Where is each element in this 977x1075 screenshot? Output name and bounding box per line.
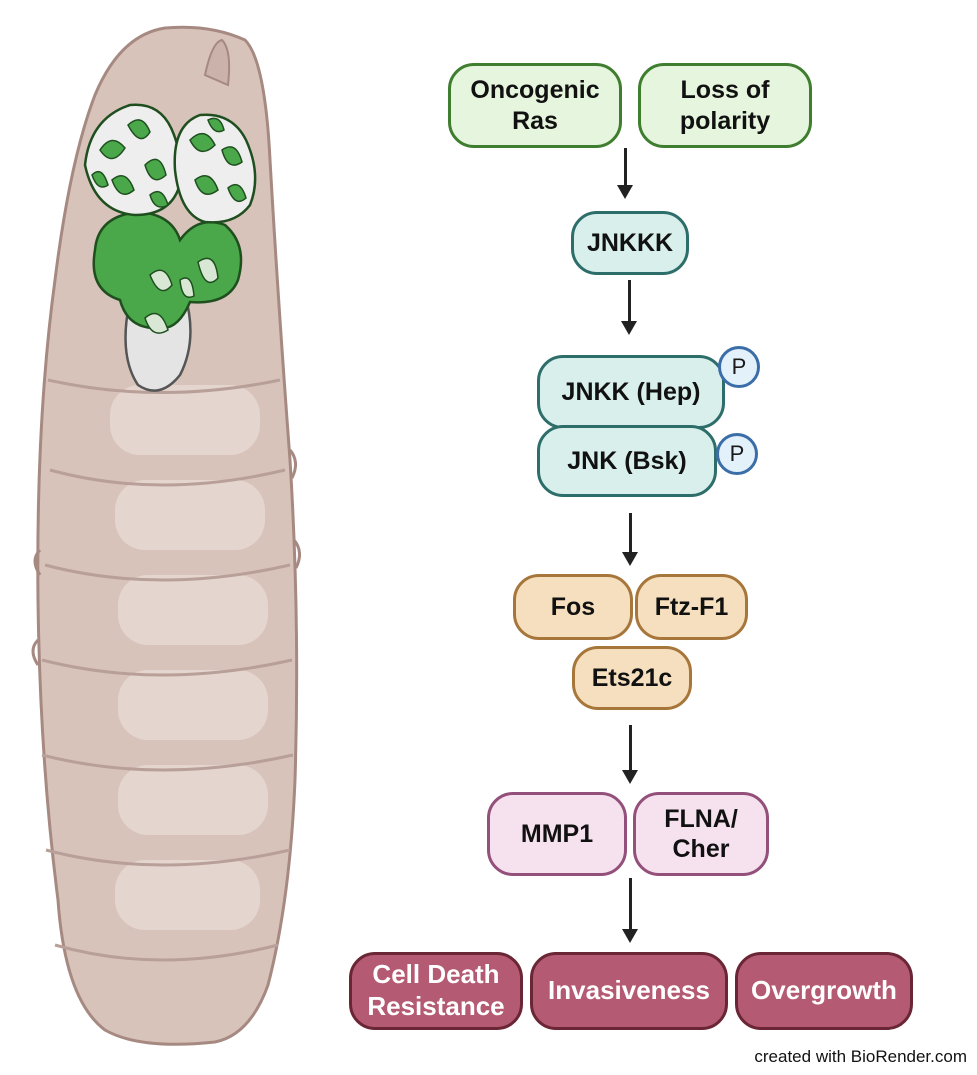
biorender-credit: created with BioRender.com: [754, 1047, 967, 1066]
arrow-to-phenotypes: [622, 878, 638, 943]
oncogenic-ras-node: Oncogenic Ras: [448, 63, 622, 148]
mmp1-node: MMP1: [487, 792, 627, 876]
overgrowth-node: Overgrowth: [735, 952, 913, 1030]
jnkkk-node: JNKKK: [571, 211, 689, 275]
arrow-to-transcription-factors: [622, 513, 638, 566]
jnk-bsk-node: JNK (Bsk): [537, 425, 717, 497]
ets21c-node: Ets21c: [572, 646, 692, 710]
arrow-to-jnkkk: [617, 148, 633, 199]
ftz-f1-node: Ftz-F1: [635, 574, 748, 640]
jnkk-hep-node: JNKK (Hep): [537, 355, 725, 429]
jnk-phosphate-icon: P: [716, 433, 758, 475]
arrow-to-jnkk: [621, 280, 637, 335]
arrow-to-effectors: [622, 725, 638, 784]
cell-death-resistance-node: Cell Death Resistance: [349, 952, 523, 1030]
jnkk-phosphate-icon: P: [718, 346, 760, 388]
larva-illustration: [31, 25, 301, 1046]
fos-node: Fos: [513, 574, 633, 640]
flna-cher-node: FLNA/ Cher: [633, 792, 769, 876]
loss-of-polarity-node: Loss of polarity: [638, 63, 812, 148]
invasiveness-node: Invasiveness: [530, 952, 728, 1030]
tumor-discs: [83, 103, 257, 392]
